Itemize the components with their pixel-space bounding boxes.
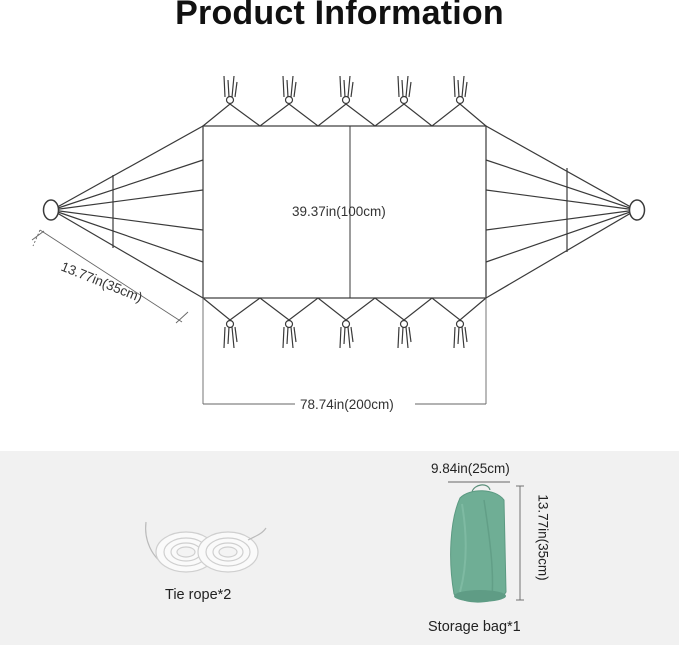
- length-dimension: [202, 298, 487, 405]
- accessories-panel: [0, 451, 679, 645]
- bag-height-label: 13.77in(35cm): [535, 494, 551, 581]
- hammock-diagram: 39.37in(100cm) 78.74in(200cm) 13.77in(35…: [31, 75, 646, 412]
- left-suspension-lines: [51, 125, 204, 299]
- length-label: 78.74in(200cm): [300, 397, 394, 412]
- top-tie-knots: [223, 75, 468, 105]
- right-suspension-lines: [485, 125, 637, 299]
- hammock-bed: [202, 125, 487, 299]
- page-title: Product Information: [175, 0, 504, 32]
- spreader-dimension: [31, 229, 189, 324]
- right-ring: [628, 199, 646, 221]
- left-ring: [42, 199, 60, 221]
- storage-bag-label: Storage bag*1: [428, 619, 521, 635]
- storage-bag-icon: [450, 484, 507, 603]
- bag-width-label: 9.84in(25cm): [431, 461, 510, 476]
- tie-rope-label: Tie rope*2: [165, 587, 232, 603]
- tie-rope-icon: [145, 521, 267, 573]
- width-label: 39.37in(100cm): [292, 204, 386, 219]
- bottom-tie-knots: [223, 319, 468, 349]
